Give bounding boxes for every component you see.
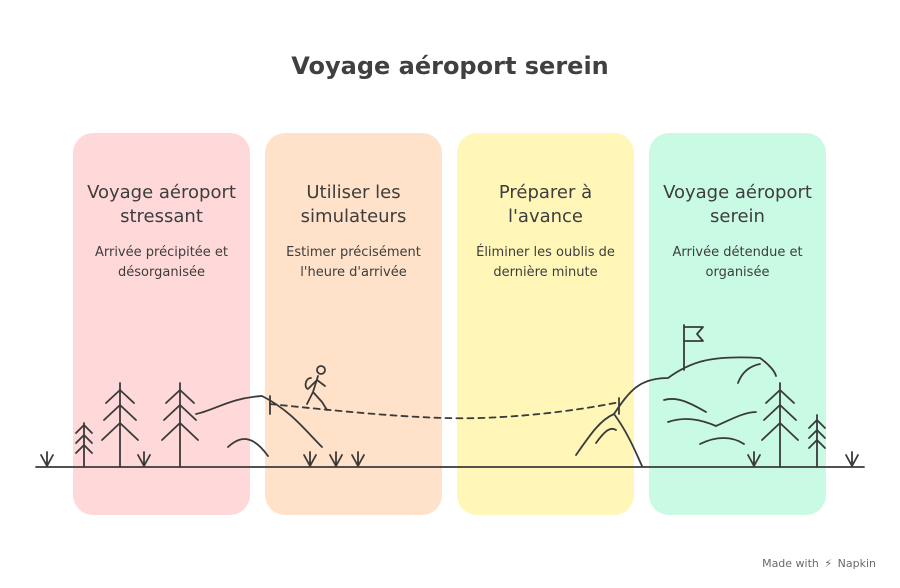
panel-description: Estimer précisément l'heure d'arrivée [286,245,421,280]
panel-title: Voyage aéroport stressant [87,182,236,227]
pine-tree-icon [761,382,799,468]
grass-icon [40,451,859,467]
dashed-path [269,401,621,420]
pine-tree-icon [808,414,826,468]
flag-icon [683,324,704,371]
pine-tree-icon [101,382,139,468]
panel-description: Éliminer les oublis de dernière minute [476,245,615,280]
hill-icon [195,395,323,457]
panel-description: Arrivée détendue et organisée [672,245,803,280]
napkin-logo-icon: ⚡ [824,557,833,570]
panel-use-simulators: Utiliser les simulateurs Estimer précisé… [265,133,442,515]
brand-label: Napkin [837,557,876,570]
panel-stressful-trip: Voyage aéroport stressant Arrivée précip… [73,133,250,515]
panel-description: Arrivée précipitée et désorganisée [94,245,229,280]
footer-credit: Made with ⚡ Napkin [762,557,876,570]
mountain-icon [575,356,777,467]
pine-tree-icon [75,422,93,468]
panel-title: Voyage aéroport serein [663,182,812,227]
panel-title: Utiliser les simulateurs [300,182,407,227]
panel-title: Préparer à l'avance [498,182,593,227]
panel-prepare-ahead: Préparer à l'avance Éliminer les oublis … [457,133,634,515]
hill-icon [663,363,761,445]
panel-serene-trip: Voyage aéroport serein Arrivée détendue … [649,133,826,515]
hiker-icon [304,365,328,411]
made-with-label: Made with [762,557,819,570]
diagram-title: Voyage aéroport serein [291,52,609,80]
pine-tree-icon [161,382,199,468]
